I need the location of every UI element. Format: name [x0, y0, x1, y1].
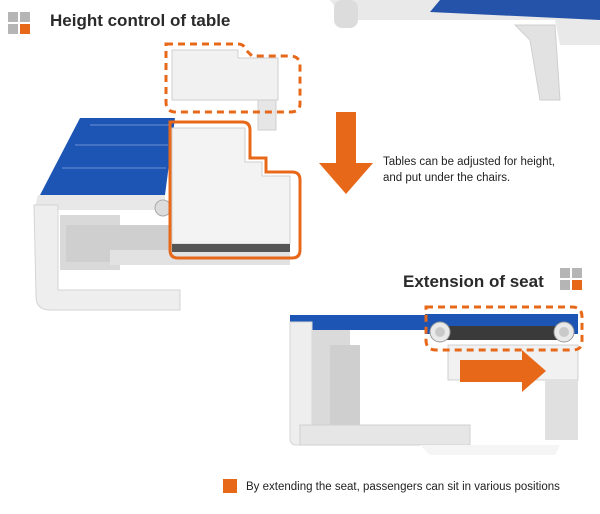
height-caption-line-2: and put under the chairs. [383, 172, 511, 184]
section-icon-height [8, 12, 32, 36]
bullet-square-icon [223, 479, 237, 493]
extension-caption: By extending the seat, passengers can si… [246, 481, 560, 493]
table-raised-outline [164, 42, 302, 114]
down-arrow-icon [319, 112, 373, 194]
right-arrow-icon [460, 350, 546, 392]
section-title-extension: Extension of seat [403, 272, 544, 291]
background-seat [330, 0, 600, 101]
seat-bench-illustration [33, 42, 302, 311]
orange-square-icon [20, 24, 30, 34]
gray-square-icon [20, 12, 30, 22]
extension-seat-illustration [289, 305, 584, 455]
height-caption-line-1: Tables can be adjusted for height, [383, 156, 555, 168]
gray-square-icon [572, 268, 582, 278]
gray-square-icon [560, 280, 570, 290]
gray-square-icon [560, 268, 570, 278]
orange-square-icon [572, 280, 582, 290]
seat-extension-outline [424, 305, 584, 352]
gray-square-icon [8, 12, 18, 22]
table-lowered-outline [168, 120, 302, 260]
section-icon-extension [560, 268, 584, 292]
section-title-height: Height control of table [50, 11, 231, 30]
gray-square-icon [8, 24, 18, 34]
height-caption: Tables can be adjusted for height, and p… [383, 154, 593, 186]
